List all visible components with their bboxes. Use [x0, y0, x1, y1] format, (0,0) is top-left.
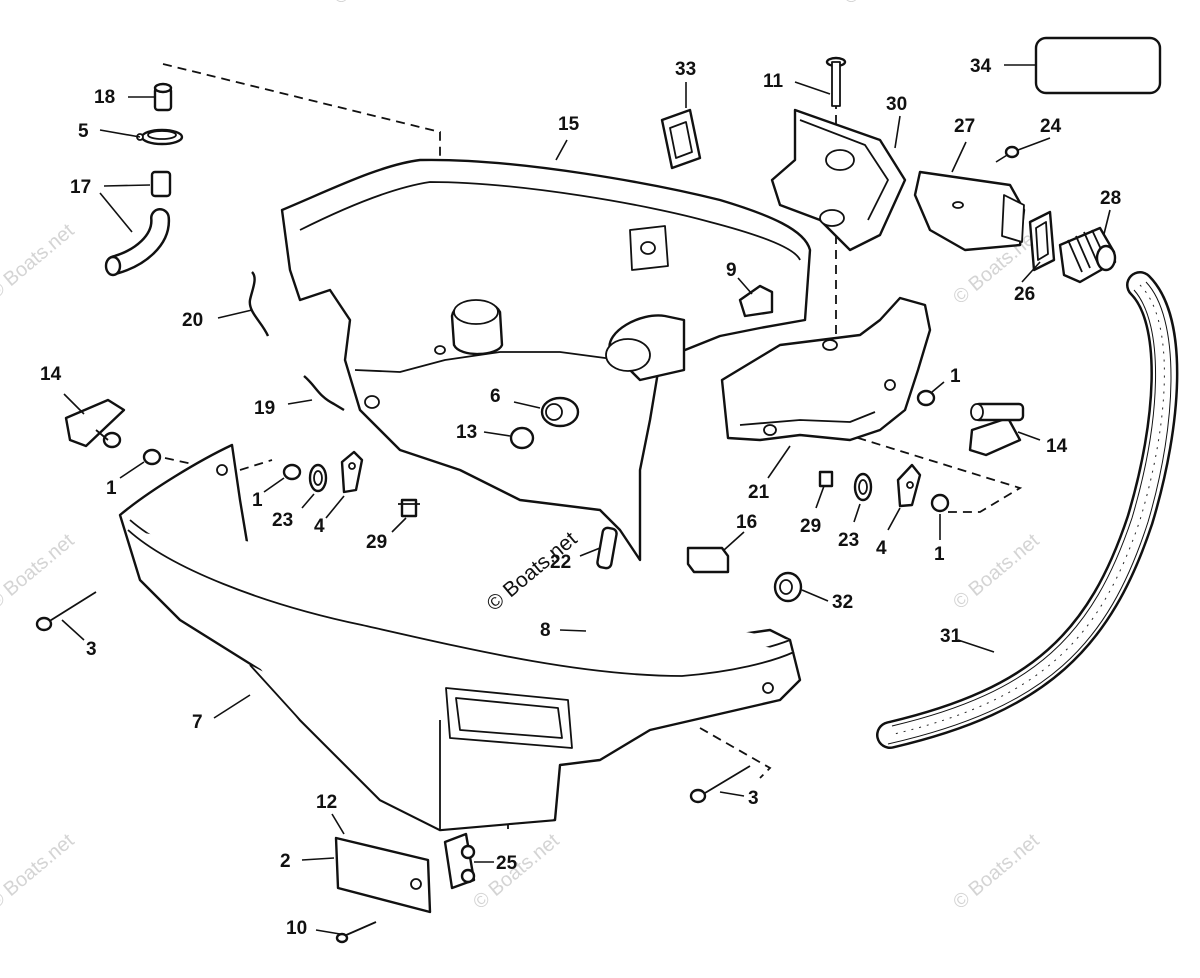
- part-20-wire: [248, 271, 270, 337]
- part-11-bolt: [825, 56, 847, 107]
- callout-1-top-right: 1: [950, 366, 961, 387]
- part-10-screw: [335, 921, 377, 944]
- callout-15: 15: [558, 114, 580, 135]
- part-26-gasket: [1028, 210, 1056, 272]
- callout-27: 27: [954, 116, 975, 137]
- callout-14-left: 14: [40, 364, 62, 385]
- callout-9: 9: [726, 260, 737, 281]
- callout-19: 19: [254, 398, 275, 419]
- part-18-grommet: [153, 82, 173, 112]
- leader-lines: [61, 64, 1111, 935]
- callout-3-left: 3: [86, 639, 97, 660]
- part-6-grommet: [540, 396, 580, 428]
- callout-30: 30: [886, 94, 907, 115]
- part-34-label-box: [1034, 36, 1162, 95]
- callout-21: 21: [748, 482, 770, 503]
- part-33-switch: [660, 108, 702, 170]
- callout-6: 6: [490, 386, 501, 407]
- callout-2: 2: [280, 851, 291, 872]
- part-16-block: [686, 546, 730, 574]
- part-22-seal: [596, 526, 618, 570]
- callout-16: 16: [736, 512, 757, 533]
- hardware-screws-29: [398, 470, 834, 518]
- part-19-wire: [303, 375, 345, 412]
- dash-screw-3: [699, 727, 772, 779]
- part-32-grommet: [773, 571, 803, 603]
- part-2-cover-plate: [334, 836, 432, 914]
- callout-26: 26: [1014, 284, 1035, 305]
- part-7-lower-cowl: [118, 443, 802, 832]
- callout-5: 5: [78, 121, 89, 142]
- callout-7: 7: [192, 712, 203, 733]
- part-13-washer: [509, 426, 535, 450]
- watermark-right-mid: © Boats.net: [949, 529, 1044, 613]
- hardware-pins: [142, 389, 950, 513]
- callout-1-left: 1: [106, 478, 117, 499]
- callout-8: 8: [540, 620, 551, 641]
- watermark-left-bottom: © Boats.net: [0, 829, 79, 913]
- callout-24: 24: [1040, 116, 1062, 137]
- callout-22: 22: [550, 552, 571, 573]
- callout-28: 28: [1100, 188, 1121, 209]
- part-14-latch-left: [64, 398, 126, 449]
- part-28-boot: [1058, 226, 1117, 284]
- part-31-mesh-hose: [876, 271, 1179, 749]
- callout-25: 25: [496, 853, 518, 874]
- dash-grommet-to-cowl: [162, 63, 441, 350]
- dash-right-bracket: [799, 419, 1023, 513]
- callout-11: 11: [763, 71, 784, 92]
- callout-4-left: 4: [314, 516, 325, 537]
- callout-31: 31: [940, 626, 962, 647]
- callout-13: 13: [456, 422, 477, 443]
- callout-10: 10: [286, 918, 307, 939]
- callout-1-bottom-right: 1: [934, 544, 945, 565]
- part-17-hose: [104, 170, 172, 277]
- part-27-duct: [913, 170, 1026, 252]
- watermark-top-left: © Boats.net: [329, 0, 424, 9]
- callout-labels: 34 33 11 30 27 24 28 26 18 5 17 15 9 20 …: [40, 56, 1121, 939]
- callout-4-right: 4: [876, 538, 887, 559]
- callout-34: 34: [970, 56, 992, 77]
- part-21-rear-bracket: [720, 296, 932, 442]
- watermark-left-mid: © Boats.net: [0, 529, 79, 613]
- callout-18: 18: [94, 87, 115, 108]
- callout-33: 33: [675, 59, 696, 80]
- hardware-washers: [308, 463, 873, 502]
- callout-23-left: 23: [272, 510, 293, 531]
- part-15-upper-cowl: [280, 158, 812, 562]
- part-5-clamp: [136, 128, 184, 146]
- callout-32: 32: [832, 592, 853, 613]
- callout-1-mid: 1: [252, 490, 263, 511]
- dash-left-latch: [239, 459, 273, 471]
- part-14-latch-right: [968, 402, 1025, 457]
- callout-23-right: 23: [838, 530, 859, 551]
- part-30-intake-housing: [770, 108, 907, 252]
- part-9-clip: [738, 284, 774, 318]
- callout-3-right: 3: [748, 788, 759, 809]
- callout-29-right: 29: [800, 516, 821, 537]
- watermark-left-top: © Boats.net: [0, 219, 79, 303]
- part-3-screw-right: [689, 765, 751, 804]
- callout-20: 20: [182, 310, 203, 331]
- callout-29-left: 29: [366, 532, 387, 553]
- part-3-screw-left: [35, 591, 97, 632]
- callout-17: 17: [70, 177, 91, 198]
- callout-12: 12: [316, 792, 337, 813]
- callout-14-right: 14: [1046, 436, 1068, 457]
- watermark-top-right: © Boats.net: [839, 0, 934, 9]
- hardware-latch-plates: [340, 450, 922, 508]
- part-25-bracket: [443, 832, 476, 890]
- part-24-screw: [995, 145, 1020, 163]
- watermark-right-bottom: © Boats.net: [949, 829, 1044, 913]
